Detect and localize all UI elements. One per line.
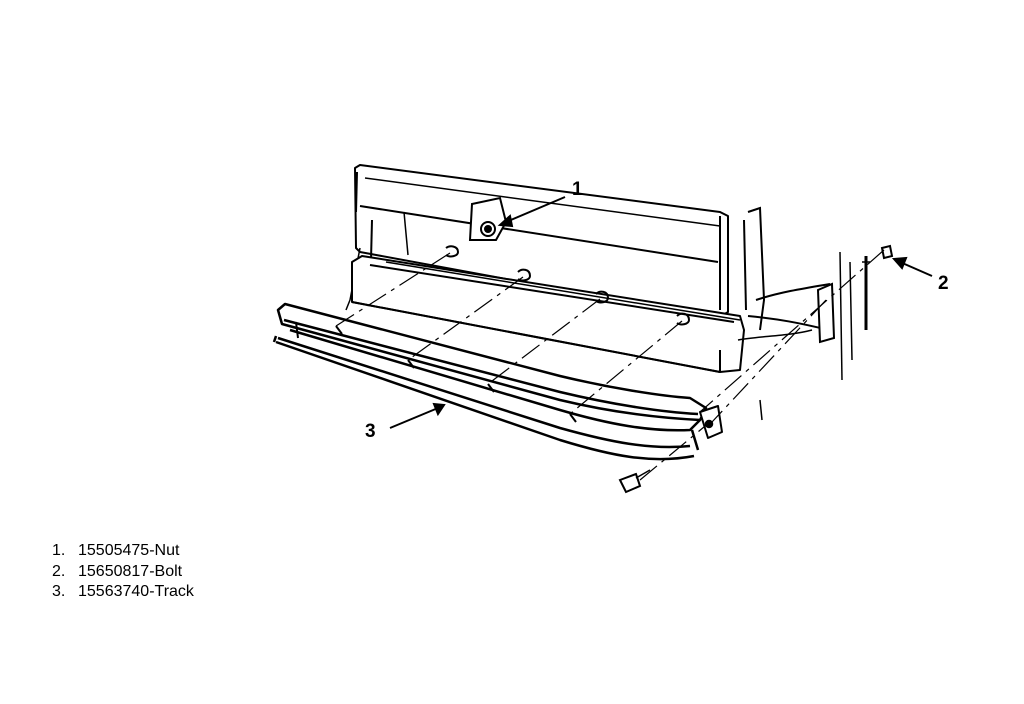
lower-valance-panel	[351, 245, 813, 373]
track-part	[272, 302, 723, 461]
legend-text: 15505475-Nut	[78, 542, 180, 559]
parts-legend: 1. 15505475-Nut 2. 15650817-Bolt 3. 1556…	[52, 541, 194, 603]
callout-bolt: 2	[938, 273, 949, 294]
leader-lines	[389, 196, 933, 429]
alignment-lines	[335, 249, 885, 481]
nut-bracket	[468, 196, 508, 241]
legend-text: 15563740-Track	[78, 583, 194, 600]
bolt-part	[862, 244, 894, 330]
legend-number: 3.	[52, 583, 66, 600]
legend-item: 2. 15650817-Bolt	[52, 562, 194, 583]
callout-track: 3	[365, 421, 376, 442]
right-body-edge	[743, 206, 853, 421]
legend-number: 1.	[52, 542, 66, 559]
legend-number: 2.	[52, 562, 66, 580]
legend-item: 1. 15505475-Nut	[52, 541, 194, 562]
legend-text: 15650817-Bolt	[78, 562, 183, 580]
callout-nut: 1	[572, 179, 583, 200]
track-fastener	[618, 469, 651, 494]
legend-item: 3. 15563740-Track	[52, 582, 194, 603]
upper-body-panel	[345, 164, 729, 319]
